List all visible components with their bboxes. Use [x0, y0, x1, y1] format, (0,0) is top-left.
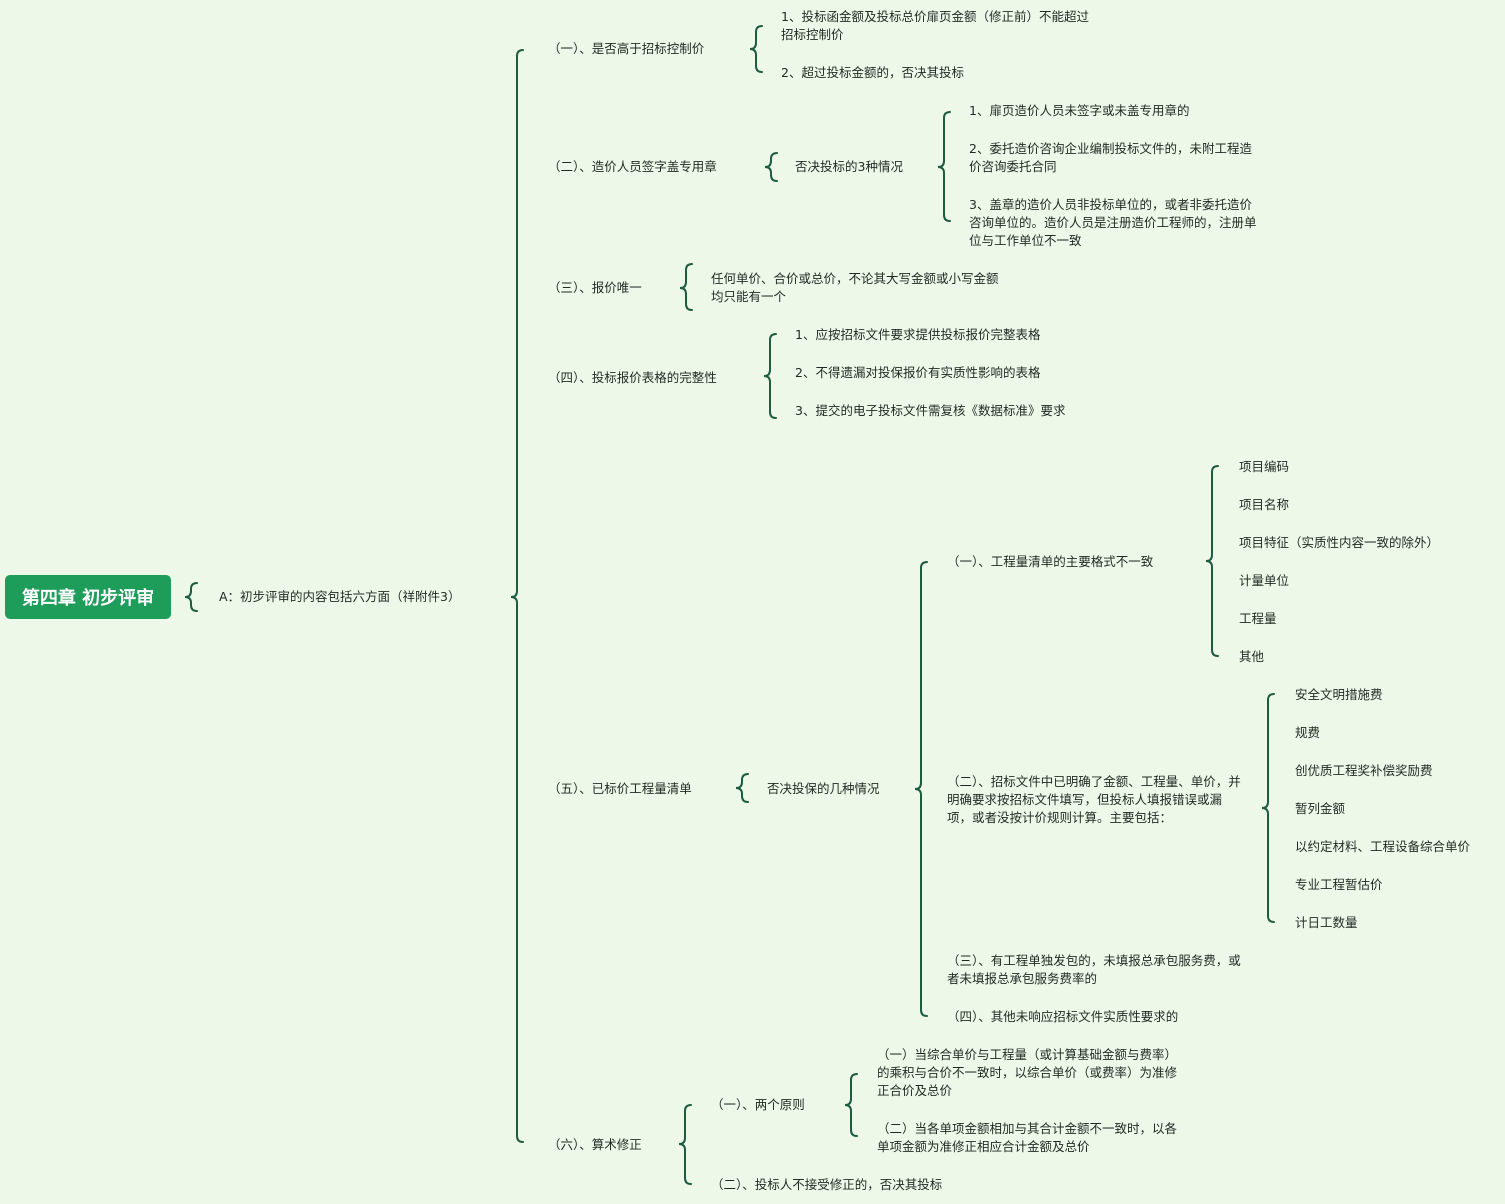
- topic-s4-c2[interactable]: 2、不得遗漏对投保报价有实质性影响的表格: [795, 365, 1041, 380]
- brace-root: [184, 582, 198, 612]
- topic-s5-g2-item[interactable]: 以约定材料、工程设备综合单价: [1295, 839, 1471, 854]
- brace-s3: [679, 263, 693, 311]
- brace-s5-mid: [914, 561, 928, 1017]
- topic-s2-c3[interactable]: 3、盖章的造价人员非投标单位的，或者非委托造价咨询单位的。造价人员是注册造价工程…: [969, 197, 1257, 248]
- topic-s1-c1[interactable]: 1、投标函金额及投标总价扉页金额（修正前）不能超过招标控制价: [781, 9, 1089, 42]
- brace-s5-g1: [1205, 465, 1219, 657]
- brace-s1: [749, 25, 763, 73]
- topic-s4[interactable]: （四）、投标报价表格的完整性: [548, 370, 717, 385]
- brace-s6-p1: [844, 1073, 858, 1137]
- topic-s5-g1-item[interactable]: 其他: [1239, 649, 1265, 664]
- topic-s5-g4[interactable]: （四）、其他未响应招标文件实质性要求的: [947, 1009, 1179, 1024]
- topic-s2-c2[interactable]: 2、委托造价咨询企业编制投标文件的，未附工程造价咨询委托合同: [969, 141, 1252, 174]
- topic-s5-g1-item[interactable]: 项目特征（实质性内容一致的除外）: [1239, 535, 1440, 550]
- topic-s6-p1-c1[interactable]: （一）当综合单价与工程量（或计算基础金额与费率）的乘积与合价不一致时，以综合单价…: [877, 1047, 1178, 1098]
- topic-s5-mid[interactable]: 否决投保的几种情况: [767, 781, 880, 796]
- topic-s5-g2-item[interactable]: 创优质工程奖补偿奖励费: [1295, 763, 1433, 778]
- topic-s2[interactable]: （二）、造价人员签字盖专用章: [548, 159, 717, 174]
- topic-s6[interactable]: （六）、算术修正: [548, 1137, 642, 1152]
- topic-s5-g2-item[interactable]: 暂列金额: [1295, 801, 1346, 816]
- topic-s1-c2[interactable]: 2、超过投标金额的，否决其投标: [781, 65, 964, 80]
- topic-s5-g1-item[interactable]: 项目编码: [1239, 459, 1290, 474]
- brace-a: [510, 49, 524, 1143]
- topic-s5-g1-item[interactable]: 项目名称: [1239, 497, 1290, 512]
- topic-s5-g3[interactable]: （三）、有工程单独发包的，未填报总承包服务费，或者未填报总承包服务费率的: [947, 953, 1241, 986]
- topic-s6-p1-c2[interactable]: （二）当各单项金额相加与其合计金额不一致时，以各单项金额为准修正相应合计金额及总…: [877, 1121, 1178, 1154]
- brace-s2: [764, 152, 778, 182]
- topic-s4-c3[interactable]: 3、提交的电子投标文件需复核《数据标准》要求: [795, 403, 1066, 418]
- brace-s2-mid: [937, 111, 951, 222]
- topic-s4-c1[interactable]: 1、应按招标文件要求提供投标报价完整表格: [795, 327, 1041, 342]
- brace-s4: [763, 333, 777, 419]
- topic-s1[interactable]: （一）、是否高于招标控制价: [548, 41, 705, 56]
- topic-s3[interactable]: （三）、报价唯一: [548, 280, 642, 295]
- topic-s2-mid[interactable]: 否决投标的3种情况: [795, 159, 903, 174]
- topic-s5-g2-item[interactable]: 计日工数量: [1295, 915, 1358, 930]
- topic-s5-g2-item[interactable]: 规费: [1295, 725, 1321, 740]
- topic-s2-c1[interactable]: 1、扉页造价人员未签字或未盖专用章的: [969, 103, 1190, 118]
- topic-s5[interactable]: （五）、已标价工程量清单: [548, 781, 692, 796]
- root-topic[interactable]: 第四章 初步评审: [5, 575, 171, 619]
- topic-s6-p1[interactable]: （一）、两个原则: [711, 1097, 805, 1112]
- topic-s5-g2[interactable]: （二）、招标文件中已明确了金额、工程量、单价，并明确要求按招标文件填写，但投标人…: [947, 774, 1241, 825]
- topic-s5-g1[interactable]: （一）、工程量清单的主要格式不一致: [947, 554, 1154, 569]
- brace-s6: [678, 1104, 692, 1185]
- brace-s5-g2: [1261, 693, 1275, 923]
- brace-s5: [735, 773, 749, 803]
- topic-s6-p2[interactable]: （二）、投标人不接受修正的，否决其投标: [711, 1177, 943, 1192]
- topic-s5-g1-item[interactable]: 计量单位: [1239, 573, 1290, 588]
- topic-s5-g2-item[interactable]: 专业工程暂估价: [1295, 877, 1383, 892]
- topic-s5-g1-item[interactable]: 工程量: [1239, 611, 1277, 626]
- topic-a-overview[interactable]: A：初步评审的内容包括六方面（祥附件3）: [219, 589, 461, 604]
- topic-s3-c1[interactable]: 任何单价、合价或总价，不论其大写金额或小写金额均只能有一个: [711, 271, 999, 304]
- topic-s5-g2-item[interactable]: 安全文明措施费: [1295, 687, 1383, 702]
